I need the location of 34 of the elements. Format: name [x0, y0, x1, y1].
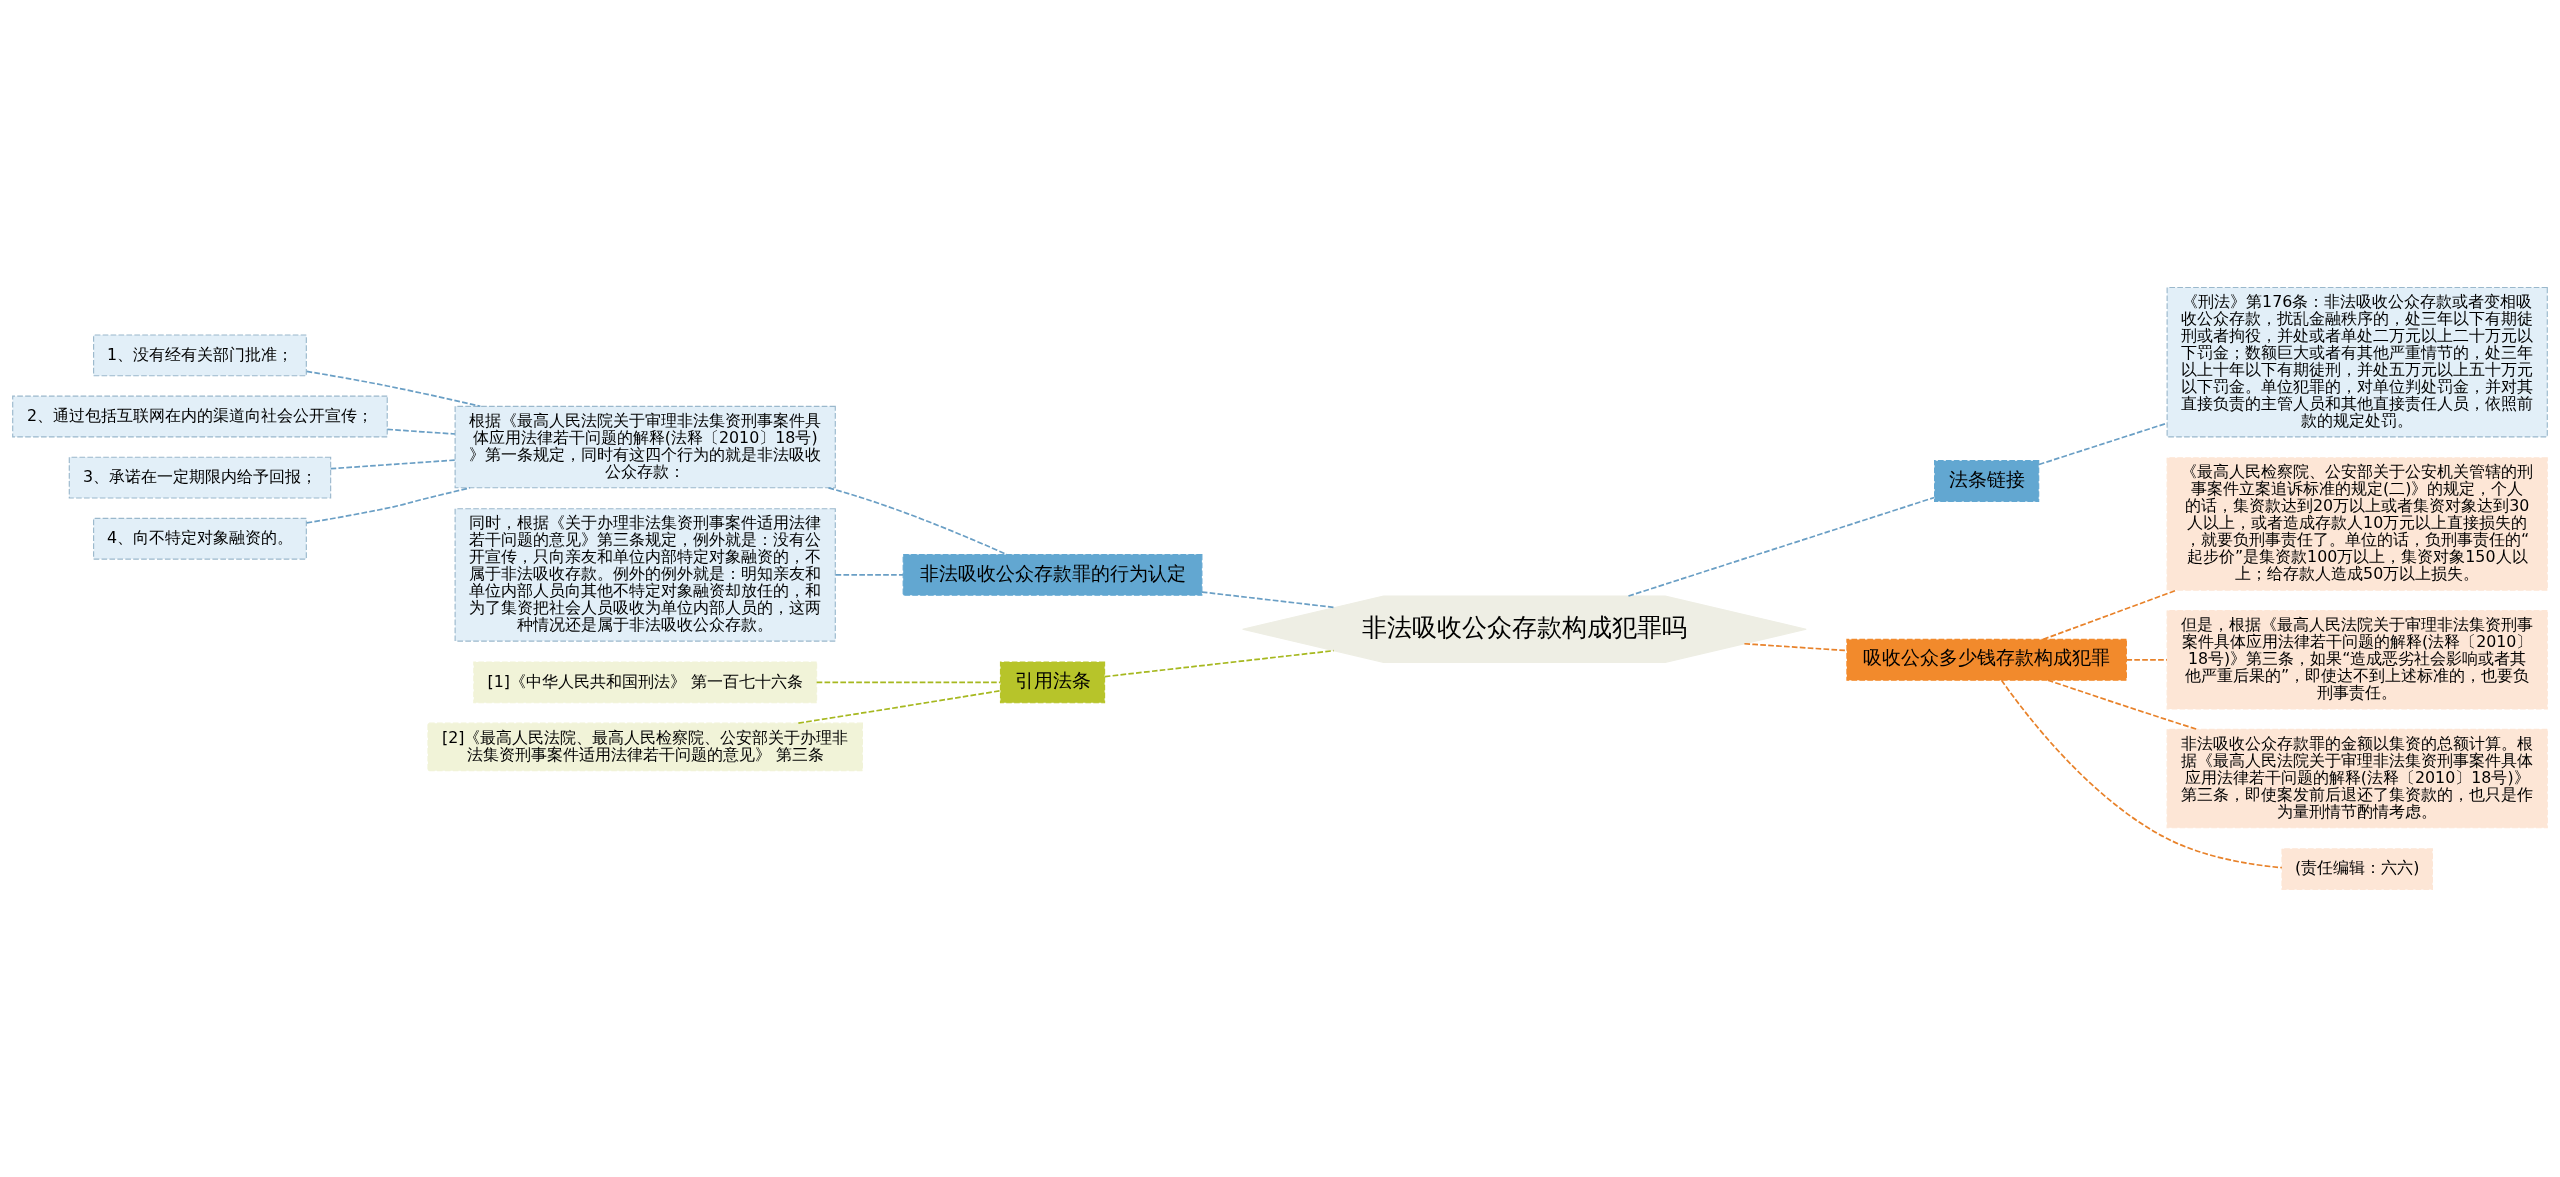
node-box: 《最高人民检察院、公安部关于公安机关管辖的刑事案件立案追诉标准的规定(二)》的规定，个人的话，集资款达到20万以上或者集资对象达到30人以上，或者造成存款人10万元以上直接损失的，就要负刑事责任了。单位的话，负刑事责任的“起步价”是集资款100万以上，集资对象150人以上；给存款人造成50万以上损失。: [2166, 457, 2548, 591]
connector: [305, 487, 471, 524]
node-box: 2、通过包括互联网在内的渠道向社会公开宣传；: [12, 395, 388, 438]
node-box: 《刑法》第176条：非法吸收公众存款或者变相吸收公众存款，扰乱金融秩序的，处三年以下有期徒刑或者拘役，并处或者单处二万元以上二十万元以下罚金；数额巨大或者有其他严重情节的，处三年以上十年以下有期徒刑，并处五万元以上五十万元以下罚金。单位犯罪的，对单位判处罚金，并对其直接负责的主管人员和其他直接责任人员，依照前款的规定处罚。: [2166, 286, 2548, 438]
connector: [827, 486, 1008, 556]
connector: [1627, 496, 1936, 597]
node-box: [1]《中华人民共和国刑法》 第一百七十六条: [473, 661, 818, 704]
node-box: 引用法条: [999, 661, 1106, 704]
node-box: 非法吸收公众存款罪的行为认定: [902, 554, 1203, 596]
connector: [1103, 649, 1335, 678]
connector: [329, 459, 456, 470]
connector: [815, 681, 1001, 684]
node-box: 但是，根据《最高人民法院关于审理非法集资刑事案件具体应用法律若干问题的解释(法释〔2010〕18号)》第三条，如果“造成恶劣社会影响或者其他严重后果的”，即使达不到上述标准的，也要负刑事责任。: [2166, 610, 2548, 710]
node-box: 法条链接: [1934, 460, 2040, 502]
node-box: 非法吸收公众存款罪的金额以集资的总额计算。根据《最高人民法院关于审理非法集资刑事案件具体应用法律若干问题的解释(法释〔2010〕18号)》第三条，即使案发前后退还了集资款的，也只是作为量刑情节酌情考虑。: [2166, 728, 2548, 829]
connector: [1201, 591, 1336, 609]
node-box: 根据《最高人民法院关于审理非法集资刑事案件具体应用法律若干问题的解释(法释〔2010〕18号)》第一条规定，同时有这四个行为的就是非法吸收公众存款：: [454, 405, 836, 489]
connector: [2047, 679, 2198, 731]
connector: [386, 428, 456, 435]
node-box: 同时，根据《关于办理非法集资刑事案件适用法律若干问题的意见》第三条规定，例外就是：没有公开宣传，只向亲友和单位内部特定对象融资的，不属于非法吸收存款。例外的例外就是：明知亲友和单位内部人员向其他不特定对象融资却放任的，和为了集资把社会人员吸收为单位内部人员的，这两种情况还是属于非法吸收公众存款。: [454, 508, 836, 642]
node-box: (责任编辑：六六): [2281, 848, 2433, 891]
connector: [305, 370, 482, 408]
connector: [1743, 642, 1848, 652]
connector: [2038, 422, 2168, 466]
node-box: 3、承诺在一定期限内给予回报；: [68, 456, 332, 499]
connector: [797, 689, 1001, 724]
node-box: 吸收公众多少钱存款构成犯罪: [1846, 638, 2127, 681]
node-box: [2]《最高人民法院、最高人民检察院、公安部关于办理非法集资刑事案件适用法律若干问题的意见》 第三条: [427, 722, 863, 772]
connector: [2000, 679, 2283, 869]
connector: [2042, 589, 2178, 641]
node-box: 1、没有经有关部门批准；: [93, 334, 307, 377]
connector: [2125, 658, 2168, 661]
node-box: 4、向不特定对象融资的。: [93, 517, 307, 560]
connector: [834, 574, 904, 576]
